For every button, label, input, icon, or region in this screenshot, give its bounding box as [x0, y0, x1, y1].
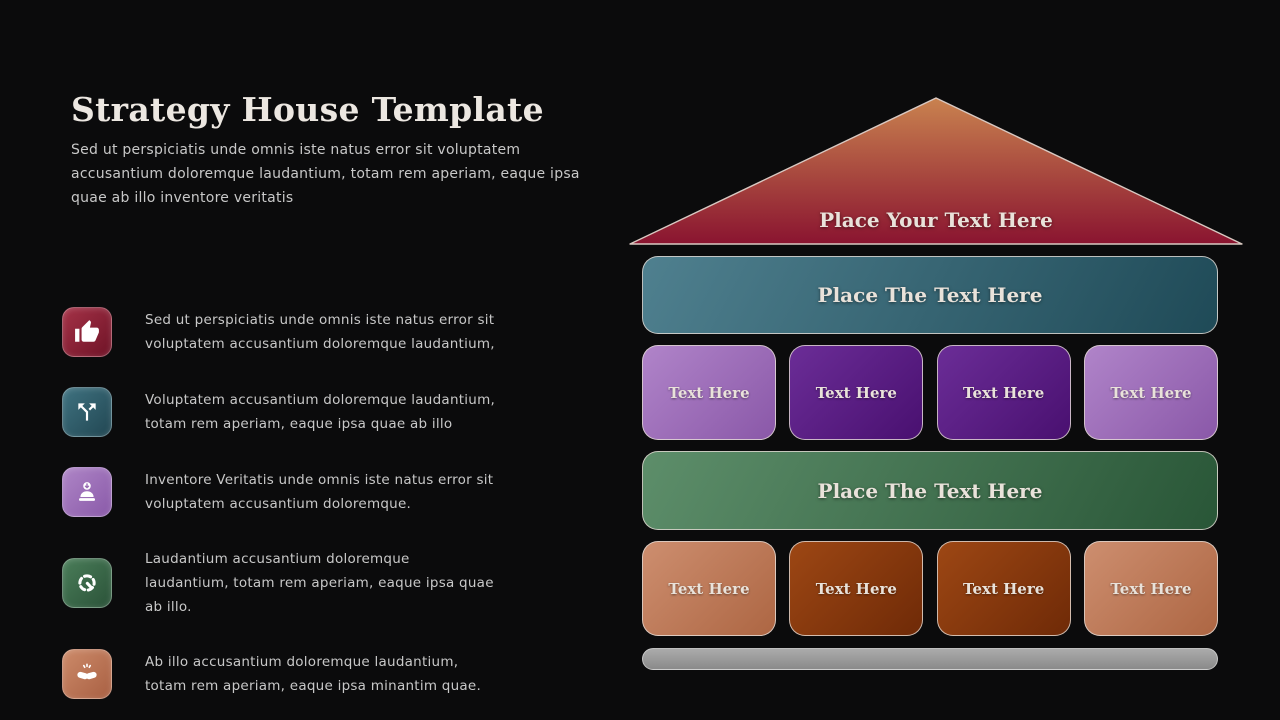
- foundation-bar: [642, 648, 1218, 670]
- list-item-text: Sed ut perspiciatis unde omnis iste natu…: [145, 312, 495, 352]
- roof-placeholder[interactable]: Place Your Text Here: [628, 96, 1244, 246]
- strategy-house-diagram: Place Your Text Here Place The Text Here…: [628, 96, 1244, 676]
- feature-list: Sed ut perspiciatis unde omnis iste natu…: [62, 307, 497, 699]
- pillar-box[interactable]: Text Here: [1083, 345, 1218, 440]
- pillar-box[interactable]: Text Here: [936, 345, 1071, 440]
- thumbs-up-icon: [62, 307, 112, 357]
- launch-platform-icon: [62, 467, 112, 517]
- diverging-arrows-icon: [62, 387, 112, 437]
- gauge-icon: [62, 558, 112, 608]
- pillar-row-top: Text Here Text Here Text Here Text Here: [642, 345, 1218, 440]
- pillar-box[interactable]: Text Here: [789, 541, 924, 636]
- banner-top-label: Place The Text Here: [817, 283, 1043, 307]
- list-item: Inventore Veritatis unde omnis iste natu…: [62, 467, 497, 517]
- pillar-box[interactable]: Text Here: [936, 541, 1071, 636]
- pillar-box[interactable]: Text Here: [642, 541, 776, 636]
- list-item: Sed ut perspiciatis unde omnis iste natu…: [62, 307, 497, 357]
- list-item: Voluptatem accusantium doloremque laudan…: [62, 387, 497, 437]
- page-title: Strategy House Template: [71, 90, 544, 130]
- banner-bottom-placeholder[interactable]: Place The Text Here: [642, 451, 1218, 530]
- pillar-box[interactable]: Text Here: [789, 345, 924, 440]
- banner-top-placeholder[interactable]: Place The Text Here: [642, 256, 1218, 334]
- page-subtitle: Sed ut perspiciatis unde omnis iste natu…: [71, 142, 580, 206]
- handshake-icon: [62, 649, 112, 699]
- list-item-text: Laudantium accusantium doloremque laudan…: [145, 551, 494, 615]
- pillar-box[interactable]: Text Here: [1083, 541, 1218, 636]
- pillar-row-bottom: Text Here Text Here Text Here Text Here: [642, 541, 1218, 636]
- roof-triangle: [629, 97, 1243, 245]
- roof-label: Place Your Text Here: [819, 208, 1053, 232]
- pillar-box[interactable]: Text Here: [642, 345, 776, 440]
- list-item-text: Ab illo accusantium doloremque laudantiu…: [145, 654, 482, 694]
- list-item: Ab illo accusantium doloremque laudantiu…: [62, 649, 497, 699]
- list-item-text: Inventore Veritatis unde omnis iste natu…: [145, 472, 494, 512]
- list-item-text: Voluptatem accusantium doloremque laudan…: [145, 392, 496, 432]
- list-item: Laudantium accusantium doloremque laudan…: [62, 547, 497, 619]
- banner-bottom-label: Place The Text Here: [817, 478, 1043, 503]
